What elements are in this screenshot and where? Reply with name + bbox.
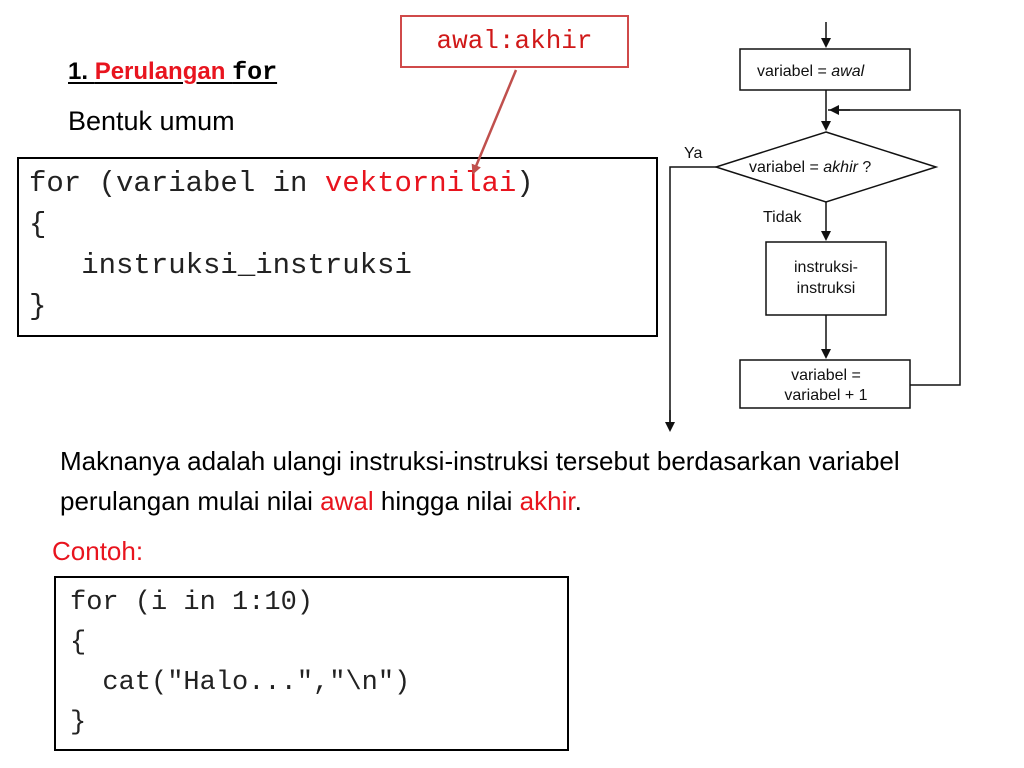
flow-increment-box [739, 359, 911, 409]
description-text-2: hingga nilai [373, 486, 520, 516]
flow-no-label: Tidak [763, 209, 803, 226]
example-label: Contoh: [52, 536, 144, 566]
example-line-2: { [70, 628, 87, 658]
subheading: Bentuk umum [68, 106, 235, 136]
annotation-box: awal:akhir [400, 15, 629, 68]
flow-condition-text: variabel = akhir ? [749, 159, 871, 176]
flow-body-line1: instruksi- [794, 259, 858, 276]
description-paragraph: Maknanya adalah ulangi instruksi-instruk… [60, 441, 980, 521]
heading-number: 1. [68, 58, 95, 85]
syntax-vector: vektornilai [324, 167, 517, 200]
description-awal: awal [320, 486, 374, 516]
syntax-line-3: instruksi_instruksi [29, 249, 412, 282]
example-line-3: cat("Halo...","\n") [70, 668, 411, 698]
heading-keyword: for [232, 58, 278, 87]
heading-word: Perulangan [94, 58, 233, 85]
description-text-3: . [574, 486, 582, 516]
description-text-1: Maknanya adalah ulangi instruksi-instruk… [60, 446, 900, 516]
flow-body-line2: instruksi [797, 280, 856, 297]
flow-init-box [739, 48, 911, 91]
example-line-4: } [70, 708, 87, 738]
syntax-line-1: for (variabel in vektornilai) [29, 169, 646, 210]
syntax-line-4: } [29, 290, 47, 323]
flow-body-box [765, 241, 887, 316]
syntax-code-box: for (variabel in vektornilai) { instruks… [17, 157, 658, 337]
syntax-close-paren: ) [516, 167, 534, 200]
flow-init-text: variabel = awal [757, 63, 865, 80]
flow-increment-line1: variabel = [791, 367, 861, 384]
section-heading: 1. Perulangan for [68, 58, 277, 87]
syntax-line-2: { [29, 208, 47, 241]
flow-loop-line [828, 109, 961, 386]
example-line-1: for (i in 1:10) [70, 588, 314, 618]
flow-yes-line [669, 166, 716, 428]
description-akhir: akhir [519, 486, 575, 516]
flow-increment-line2: variabel + 1 [784, 387, 867, 404]
syntax-for-part: for (variabel in [29, 167, 325, 200]
flow-yes-label: Ya [684, 145, 702, 162]
example-code-box: for (i in 1:10) { cat("Halo...","\n") } [54, 576, 569, 751]
